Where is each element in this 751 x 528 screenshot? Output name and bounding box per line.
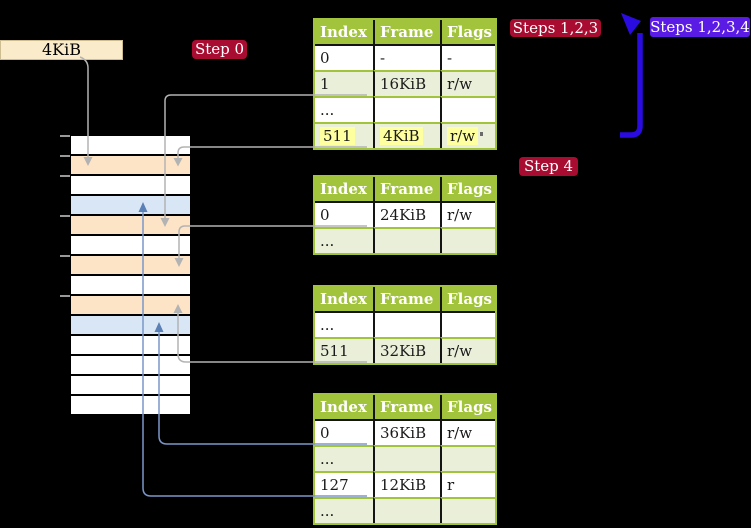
memory-frame-row-5-free: [71, 236, 190, 254]
level-2-page-table-row-0-flags: [440, 313, 495, 337]
level-4-page-table-row-2-frame: [373, 96, 440, 122]
address-tick-1: [60, 155, 70, 157]
level-1-page-table-row-3-flags: [440, 497, 495, 523]
level-1-page-table-row-1-index: ...: [315, 445, 373, 471]
step4-badge: Step 4: [519, 157, 578, 176]
level-1-page-table-row-1-flags: [440, 445, 495, 471]
physical-memory-column: [69, 134, 192, 416]
steps1234-badge: Steps 1,2,3,4: [650, 17, 750, 37]
recursive-entry-nub: [480, 132, 483, 136]
level-4-page-table-row-0-index: 0: [315, 46, 373, 70]
level-2-page-table-header-index: Index: [315, 287, 373, 313]
level-1-page-table-row-0-flags: r/w: [440, 421, 495, 445]
level-1-page-table-header-flags: Flags: [440, 395, 495, 421]
level-2-page-table-row-1-flags: r/w: [440, 337, 495, 363]
address-tick-5: [60, 295, 70, 297]
level-3-page-table-header-index: Index: [315, 177, 373, 203]
level-2-page-table-row-0-index: ...: [315, 313, 373, 337]
level-1-page-table-row-0-index: 0: [315, 421, 373, 445]
level-1-page-table-header-index: Index: [315, 395, 373, 421]
level-1-page-table-row-0-frame: 36KiB: [373, 421, 440, 445]
level-3-page-table-row-0-frame: 24KiB: [373, 203, 440, 227]
level-1-page-table-row-3-index: ...: [315, 497, 373, 523]
steps123-badge: Steps 1,2,3: [510, 19, 601, 37]
level-4-page-table-header-flags: Flags: [440, 20, 495, 46]
memory-frame-row-3-mapped: [71, 196, 190, 214]
level-4-page-table-row-2: ...: [315, 96, 495, 122]
level-2-page-table-row-1-index: 511: [315, 337, 373, 363]
level-4-page-table-header-index: Index: [315, 20, 373, 46]
level-4-page-table-row-0-frame: -: [373, 46, 440, 70]
level-4-page-table-row-1-flags: r/w: [440, 70, 495, 96]
highlighted-value: 4KiB: [380, 127, 423, 145]
level-4-page-table-row-3: 511 4KiB r/w: [315, 122, 495, 148]
level-4-page-table-row-3-flags: r/w: [440, 122, 495, 148]
level-4-page-table-row-2-index: ...: [315, 96, 373, 122]
level-4-page-table-row-1-frame: 16KiB: [373, 70, 440, 96]
level-1-page-table-row-3: ...: [315, 497, 495, 523]
level-2-page-table-header-flags: Flags: [440, 287, 495, 313]
memory-frame-row-6-page-table: [71, 256, 190, 274]
level-3-page-table-header-flags: Flags: [440, 177, 495, 203]
memory-frame-row-7-free: [71, 276, 190, 294]
address-tick-0: [60, 135, 70, 137]
address-tick-4: [60, 255, 70, 257]
memory-frame-row-11-free: [71, 356, 190, 374]
level-3-page-table-row-0-flags: r/w: [440, 203, 495, 227]
level-1-page-table-row-1: ...: [315, 445, 495, 471]
level-1-page-table-row-1-frame: [373, 445, 440, 471]
level-4-page-table-header-frame: Frame: [373, 20, 440, 46]
level-1-page-table-row-2-frame: 12KiB: [373, 471, 440, 497]
memory-frame-row-1-page-table: [71, 156, 190, 174]
level-4-page-table-row-0: 0--: [315, 46, 495, 70]
frame-address-label: 4KiB: [0, 40, 123, 60]
level-3-page-table-row-1-flags: [440, 227, 495, 253]
step0-badge: Step 0: [192, 40, 247, 59]
level-4-page-table-row-1-index: 1: [315, 70, 373, 96]
memory-frame-row-0-free: [71, 136, 190, 154]
level-4-page-table-row-3-index: 511: [315, 122, 373, 148]
address-tick-2: [60, 175, 70, 177]
level-1-page-table-row-2-index: 127: [315, 471, 373, 497]
memory-frame-row-8-page-table: [71, 296, 190, 314]
memory-frame-row-12-free: [71, 376, 190, 394]
level-3-page-table-row-1: ...: [315, 227, 495, 253]
level-3-page-table-row-1-index: ...: [315, 227, 373, 253]
memory-frame-row-10-free: [71, 336, 190, 354]
memory-frame-row-9-mapped: [71, 316, 190, 334]
level-3-page-table-header-frame: Frame: [373, 177, 440, 203]
level-2-page-table-row-0: ...: [315, 313, 495, 337]
memory-frame-row-2-free: [71, 176, 190, 194]
memory-frame-row-13-free: [71, 396, 190, 414]
highlighted-value: 511: [320, 127, 355, 145]
level-1-page-table-row-3-frame: [373, 497, 440, 523]
level-4-page-table-row-3-frame: 4KiB: [373, 122, 440, 148]
level-4-page-table-row-0-flags: -: [440, 46, 495, 70]
address-tick-3: [60, 215, 70, 217]
level-2-page-table-header-frame: Frame: [373, 287, 440, 313]
highlighted-value: r/w: [447, 127, 479, 145]
level-3-page-table-row-1-frame: [373, 227, 440, 253]
level-1-page-table-header-frame: Frame: [373, 395, 440, 421]
level-1-page-table-row-2-flags: r: [440, 471, 495, 497]
level-4-page-table-row-2-flags: [440, 96, 495, 122]
level-2-page-table-row-1-frame: 32KiB: [373, 337, 440, 363]
level-2-page-table-row-0-frame: [373, 313, 440, 337]
memory-frame-row-4-page-table: [71, 216, 190, 234]
level-3-page-table-row-0-index: 0: [315, 203, 373, 227]
recursive-loop-arrow: [620, 13, 643, 138]
